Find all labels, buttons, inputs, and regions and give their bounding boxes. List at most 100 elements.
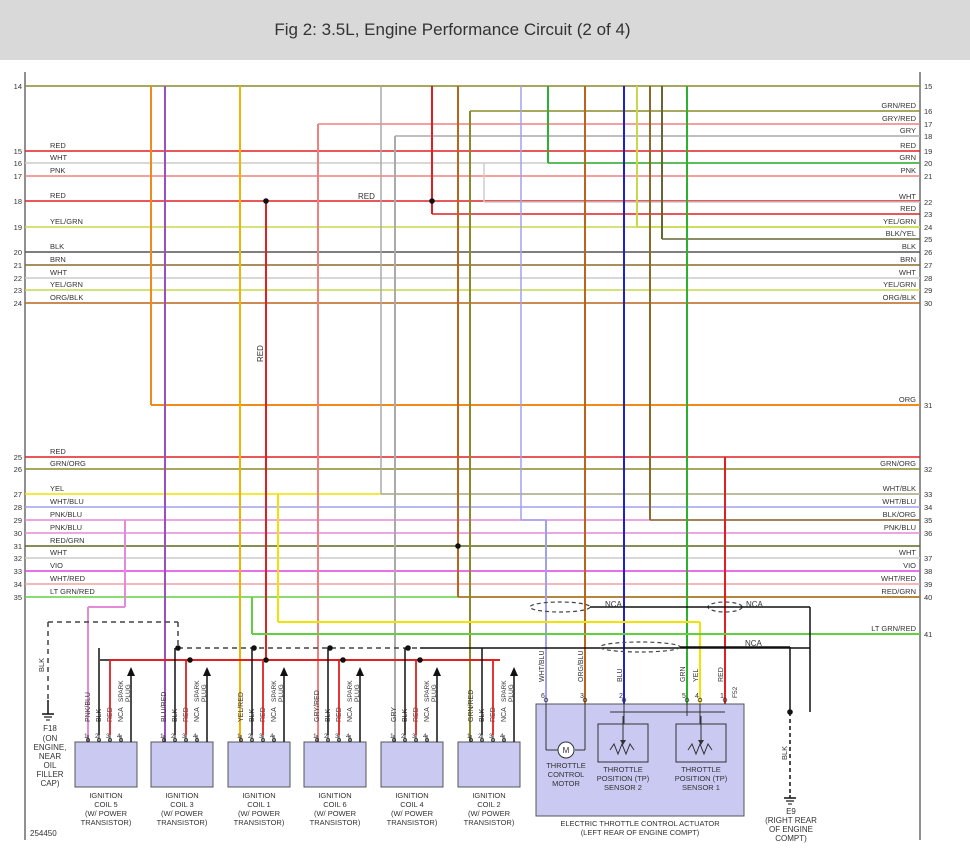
figure-header: Fig 2: 3.5L, Engine Performance Circuit …: [0, 0, 970, 60]
left-wire-number: 32: [14, 554, 22, 563]
figure-title: Fig 2: 3.5L, Engine Performance Circuit …: [274, 20, 631, 39]
coil-pin-number: 4: [117, 733, 121, 740]
left-wire-label: BLK: [50, 242, 64, 251]
coil-spark-label: SPARK: [424, 680, 431, 702]
actuator-pin-number: 4: [695, 693, 699, 700]
coil-spark-label: SPARK: [118, 680, 125, 702]
ground-e9-id: E9: [786, 807, 796, 816]
left-wire-label: LT GRN/RED: [50, 587, 95, 596]
coil-pin-number: 4: [193, 733, 197, 740]
right-wire-label: LT GRN/RED: [871, 624, 916, 633]
coil-caption: COIL 3: [170, 800, 193, 809]
coil-caption: IGNITION: [318, 791, 351, 800]
nca-label-2: NCA: [746, 600, 764, 609]
coil-pin-number: 3: [412, 733, 416, 740]
right-wire-number: 37: [924, 554, 932, 563]
ignition-coil: 1GRY/RED2BLK3RED4NCASPARKPLUGIGNITIONCOI…: [303, 648, 367, 827]
coil-pin-label: GRY: [391, 707, 398, 722]
left-wire-number: 21: [14, 261, 22, 270]
coil-pin-number: 4: [346, 733, 350, 740]
left-wire-number: 31: [14, 542, 22, 551]
coil-pin-label: YEL/RED: [238, 692, 245, 722]
actuator-pin-label: ORG/BLU: [578, 650, 585, 682]
right-wire-number: 32: [924, 465, 932, 474]
left-wire-number: 27: [14, 490, 22, 499]
right-wire-number: 33: [924, 490, 932, 499]
left-wire-label: ORG/BLK: [50, 293, 83, 302]
ground-f18-line: FILLER: [36, 770, 63, 779]
right-wire-number: 36: [924, 529, 932, 538]
right-wire-label: BRN: [900, 255, 916, 264]
right-wire-number: 21: [924, 172, 932, 181]
left-wire-number: 17: [14, 172, 22, 181]
ground-f18-line: NEAR: [39, 752, 61, 761]
right-wire-number: 31: [924, 401, 932, 410]
coil-pin-number: 1: [467, 733, 471, 740]
throttle-actuator: 6WHT/BLU3ORG/BLU2BLU5GRN4YEL1REDF52MTHRO…: [535, 650, 745, 837]
right-wire-label: GRY: [900, 126, 916, 135]
left-wire-number: 25: [14, 453, 22, 462]
actuator-pin-label: RED: [718, 667, 725, 682]
ground-f18-line: (ON: [43, 734, 58, 743]
tp-sensor-2-caption: SENSOR 2: [604, 783, 642, 792]
left-wire-number: 19: [14, 223, 22, 232]
right-wire-label: BLK: [902, 242, 916, 251]
ground-f18-line: ENGINE,: [34, 743, 67, 752]
coil-pin-label: NCA: [424, 707, 431, 722]
left-wire-label: WHT/RED: [50, 574, 86, 583]
coil-pin-number: 3: [106, 733, 110, 740]
coil-caption: TRANSISTOR): [310, 818, 361, 827]
left-wire-number: 15: [14, 147, 22, 156]
right-wire-label: ORG/BLK: [883, 293, 916, 302]
left-wire-label: PNK: [50, 166, 65, 175]
tp-sensor-2-caption: POSITION (TP): [597, 774, 650, 783]
ground-f18-id: F18: [43, 724, 57, 733]
coil-caption: COIL 5: [94, 800, 117, 809]
coil-caption: (W/ POWER: [468, 809, 511, 818]
coil-caption: (W/ POWER: [314, 809, 357, 818]
coil-caption: TRANSISTOR): [81, 818, 132, 827]
tp-sensor-1-caption: SENSOR 1: [682, 783, 720, 792]
coil-pin-number: 3: [182, 733, 186, 740]
left-wire-label: VIO: [50, 561, 63, 570]
left-wire-label: YEL/GRN: [50, 217, 83, 226]
left-wire-label: WHT: [50, 153, 67, 162]
coil-pin-number: 2: [478, 733, 482, 740]
left-wire-number: 35: [14, 593, 22, 602]
coil-pin-number: 4: [423, 733, 427, 740]
nca-label-1: NCA: [605, 600, 623, 609]
actuator-pin-number: 5: [682, 693, 686, 700]
coil-caption: IGNITION: [165, 791, 198, 800]
left-wire-label: RED: [50, 447, 66, 456]
coil-spark-label: PLUG: [201, 684, 208, 702]
left-wire-number: 14: [14, 82, 22, 91]
left-wire-number: 30: [14, 529, 22, 538]
ignition-coil: 1GRN/RED2BLK3RED4NCASPARKPLUGIGNITIONCOI…: [457, 648, 521, 827]
right-wire-label: ORG: [899, 395, 916, 404]
left-wire-number: 16: [14, 159, 22, 168]
ignition-coils: 1PNK/BLU2BLK3RED4NCASPARKPLUGIGNITIONCOI…: [74, 648, 521, 827]
right-wire-number: 27: [924, 261, 932, 270]
ground-f18-line: CAP): [40, 779, 59, 788]
motor-symbol: [557, 741, 575, 759]
left-wire-number: 23: [14, 286, 22, 295]
left-wire-label: PNK/BLU: [50, 510, 82, 519]
actuator-pin-number: 6: [541, 693, 545, 700]
coil-caption: COIL 2: [477, 800, 500, 809]
coil-spark-label: SPARK: [501, 680, 508, 702]
coil-pin-number: 3: [489, 733, 493, 740]
right-wire-label: RED/GRN: [881, 587, 916, 596]
right-wire-number: 23: [924, 210, 932, 219]
tp-sensor-1-caption: THROTTLE: [681, 765, 721, 774]
right-wire-label: GRY/RED: [882, 114, 917, 123]
coil-pin-label: PNK/BLU: [85, 692, 92, 722]
tp-sensor-1-caption: POSITION (TP): [675, 774, 728, 783]
ground-e9-line: COMPT): [775, 834, 807, 843]
coil-caption: (W/ POWER: [391, 809, 434, 818]
left-wire-label: WHT: [50, 268, 67, 277]
right-wire-label: GRN: [899, 153, 916, 162]
coil-caption: IGNITION: [472, 791, 505, 800]
right-wire-label: YEL/GRN: [883, 280, 916, 289]
ignition-coil: 1BLU/RED2BLK3RED4NCASPARKPLUGIGNITIONCOI…: [150, 648, 214, 827]
